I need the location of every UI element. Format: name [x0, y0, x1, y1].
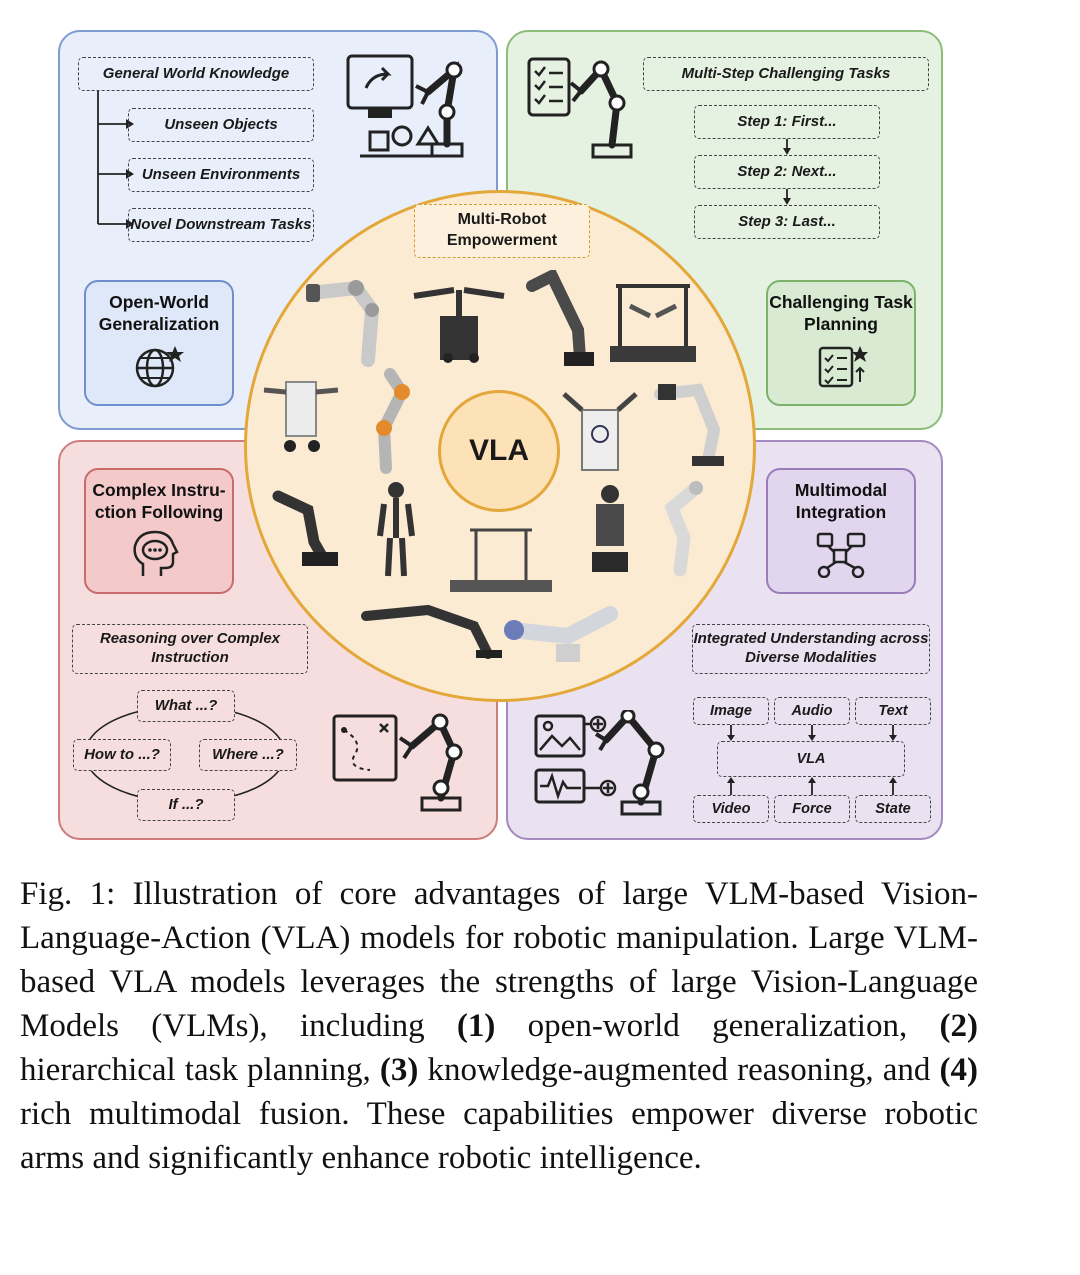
step-3-box: Step 3: Last... — [694, 205, 880, 239]
audio-modality: Audio — [774, 697, 850, 725]
task-planning-label: Challenging Task Planning — [769, 292, 913, 334]
head-speech-icon — [133, 530, 179, 576]
robot-arm-icon — [664, 481, 703, 577]
map-path-robot-arm-icon — [332, 713, 463, 812]
reasoning-instruction-box: Reasoning over Complex Instruction — [72, 624, 308, 674]
text-modality: Text — [855, 697, 931, 725]
robot-arm-icon — [654, 383, 724, 466]
robot-arm-icon — [376, 368, 410, 474]
caption-text: rich multimodal fusion. These capabiliti… — [20, 1096, 978, 1176]
network-nodes-icon — [816, 532, 866, 578]
how-to-question: How to ...? — [73, 739, 171, 771]
caption-text: open-world generalization, — [495, 1008, 940, 1044]
unseen-objects-box: Unseen Objects — [128, 108, 314, 142]
caption-point-2: (2) — [939, 1008, 978, 1044]
robot-arm-icon — [361, 604, 502, 659]
vla-core: VLA — [438, 390, 560, 512]
if-question: If ...? — [137, 789, 235, 821]
force-modality: Force — [774, 795, 850, 823]
modalities-robot-arm-icon — [534, 710, 665, 816]
caption-point-4: (4) — [939, 1052, 978, 1088]
robot-arm-icon — [272, 490, 338, 566]
what-question: What ...? — [137, 690, 235, 722]
checklist-robot-arm-icon — [527, 57, 633, 159]
checklist-star-icon — [818, 345, 868, 387]
waveform-icon — [534, 768, 586, 804]
figure-caption: Fig. 1: Illustration of core advantages … — [20, 872, 978, 1180]
robot-arm-icon — [562, 392, 638, 471]
video-modality: Video — [693, 795, 769, 823]
task-planning-card: Challenging Task Planning — [766, 280, 916, 406]
multimodal-integration-card: Multimodal Integration — [766, 468, 916, 594]
robot-arm-icon — [504, 606, 618, 662]
image-modality: Image — [693, 697, 769, 725]
computer-robot-arm-icon — [346, 54, 464, 158]
novel-tasks-box: Novel Downstream Tasks — [128, 208, 314, 242]
unseen-environments-box: Unseen Environments — [128, 158, 314, 192]
image-icon — [534, 714, 586, 758]
caption-text: Fig. 1: Illustration of core advantages … — [20, 876, 978, 1044]
open-world-generalization-label: Open-World Generalization — [98, 292, 220, 334]
step-2-box: Step 2: Next... — [694, 155, 880, 189]
figure: General World Knowledge Unseen Objects U… — [58, 30, 943, 840]
caption-text: hierarchical task planning, — [20, 1052, 380, 1088]
globe-star-icon — [135, 345, 184, 387]
robot-arm-icon — [306, 280, 380, 367]
robot-arm-icon — [526, 270, 594, 366]
multi-robot-title: Multi-Robot Empowerment — [414, 204, 590, 258]
multimodal-integration-label: Multimodal Integration — [794, 480, 888, 522]
robot-arm-icon — [610, 284, 696, 362]
robot-arm-icon — [450, 528, 552, 592]
step-arrows — [783, 139, 791, 205]
integrated-understanding-box: Integrated Understanding across Diverse … — [692, 624, 930, 674]
open-world-generalization-card: Open-World Generalization — [84, 280, 234, 406]
general-knowledge-box: General World Knowledge — [78, 57, 314, 91]
vla-fusion-box: VLA — [717, 741, 905, 777]
robot-arm-icon — [592, 485, 628, 572]
step-1-box: Step 1: First... — [694, 105, 880, 139]
multi-step-tasks-box: Multi-Step Challenging Tasks — [643, 57, 929, 91]
robot-arm-icon — [413, 287, 505, 363]
state-modality: State — [855, 795, 931, 823]
caption-text: knowledge-augmented reasoning, and — [418, 1052, 940, 1088]
caption-point-3: (3) — [379, 1052, 419, 1088]
instruction-following-label: Complex Instru-ction Following — [92, 480, 226, 522]
where-question: Where ...? — [199, 739, 297, 771]
robot-arm-icon — [377, 482, 415, 577]
robot-arm-icon — [263, 381, 339, 452]
caption-point-1: (1) — [456, 1008, 496, 1044]
instruction-following-card: Complex Instru-ction Following — [84, 468, 234, 594]
modality-arrows — [727, 725, 897, 795]
